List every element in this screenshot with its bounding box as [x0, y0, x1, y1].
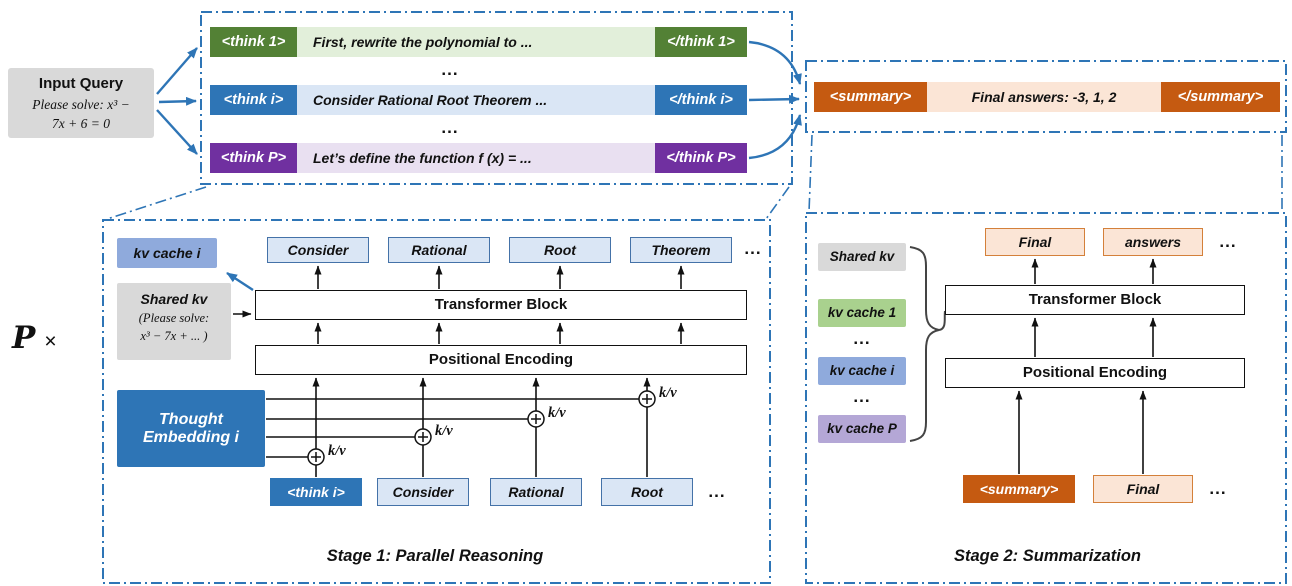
kv-ellipsis: ... — [853, 329, 871, 348]
circled-plus-icon — [307, 448, 325, 466]
zoom-line — [765, 186, 790, 220]
kv-label: k/v — [435, 423, 453, 439]
output-token: Root — [509, 237, 611, 263]
input-query-line2: 7x + 6 = 0 — [52, 116, 110, 131]
kv-label: k/v — [548, 405, 566, 421]
thought-embedding-box: Thought Embedding i — [117, 390, 265, 467]
kv-cache-p-box: kv cache P — [818, 415, 906, 443]
shared-kv-cache-box: Shared kv — [818, 243, 906, 271]
query-to-thinkp-arrow — [156, 109, 198, 155]
circled-plus-icon — [414, 428, 432, 446]
output-token: Theorem — [630, 237, 732, 263]
shared-kv-line1: (Please solve: — [138, 311, 210, 325]
shared-kv-line2: x³ − 7x + ... ) — [140, 329, 208, 343]
think1-to-summary-arrow — [748, 40, 802, 85]
kv-label: k/v — [659, 385, 677, 401]
think-row-i: <think i> Consider Rational Root Theorem… — [210, 85, 747, 115]
circled-plus-icon — [638, 390, 656, 408]
summary-close-tag: </summary> — [1161, 82, 1280, 112]
stage1-caption: Stage 1: Parallel Reasoning — [326, 547, 544, 565]
summary-panel-border — [805, 60, 1287, 133]
query-to-thinki-arrow — [158, 96, 197, 106]
stage2-caption: Stage 2: Summarization — [953, 547, 1142, 565]
summary-input-token: <summary> — [963, 475, 1075, 503]
tokens-ellipsis: ... — [744, 239, 762, 258]
thinkp-open-tag: <think P> — [210, 143, 297, 173]
zoom-line — [106, 186, 207, 220]
kv-ellipsis: ... — [853, 387, 871, 406]
multiplier-p: P — [12, 320, 36, 356]
input-token: Consider — [377, 478, 469, 506]
positional-encoding-block-2: Positional Encoding — [945, 358, 1245, 388]
kv-cache-i-box: kv cache i — [117, 238, 217, 268]
think-row-p: <think P> Let’s define the function f (x… — [210, 143, 747, 173]
think1-text: First, rewrite the polynomial to ... — [297, 27, 655, 57]
input-query-title: Input Query — [38, 75, 124, 92]
multiplier-times: × — [44, 330, 57, 353]
stage2-border — [805, 212, 1287, 584]
kv-cache-1-box: kv cache 1 — [818, 299, 906, 327]
tokens-ellipsis: ... — [1219, 232, 1237, 251]
output-token: answers — [1103, 228, 1203, 256]
think-row-1: <think 1> First, rewrite the polynomial … — [210, 27, 747, 57]
flow-arrows — [156, 40, 802, 292]
think-i-input-token: <think i> — [270, 478, 362, 506]
parallel-multiplier: P × — [12, 320, 57, 356]
transformer-block: Transformer Block — [255, 290, 747, 320]
stage2-arrows — [909, 246, 1157, 474]
output-token: Rational — [388, 237, 490, 263]
thinki-text: Consider Rational Root Theorem ... — [297, 85, 655, 115]
input-token: Final — [1093, 475, 1193, 503]
transformer-to-kvcache-arrow — [226, 271, 254, 292]
output-token: Final — [985, 228, 1085, 256]
thinki-close-tag: </think i> — [655, 85, 747, 115]
input-query-line1: Please solve: x³ − — [32, 97, 130, 112]
query-to-think1-arrow — [156, 47, 198, 95]
think-ellipsis: ... — [441, 60, 459, 79]
input-query-box: Input Query Please solve: x³ − 7x + 6 = … — [8, 68, 154, 138]
input-token: Root — [601, 478, 693, 506]
summary-text: Final answers: -3, 1, 2 — [927, 82, 1161, 112]
tokens-ellipsis: ... — [1209, 479, 1227, 498]
tokens-ellipsis: ... — [708, 482, 726, 501]
brace-connector — [938, 310, 946, 331]
thinki-open-tag: <think i> — [210, 85, 297, 115]
summary-row: <summary> Final answers: -3, 1, 2 </summ… — [814, 82, 1280, 112]
summary-open-tag: <summary> — [814, 82, 927, 112]
shared-kv-box: Shared kv (Please solve: x³ − 7x + ... ) — [117, 283, 231, 360]
stage1-border — [102, 219, 771, 584]
kv-brace — [909, 246, 940, 442]
circled-plus-icon — [527, 410, 545, 428]
thinki-to-summary-arrow — [748, 94, 800, 104]
thinkp-close-tag: </think P> — [655, 143, 747, 173]
think1-open-tag: <think 1> — [210, 27, 297, 57]
kv-label: k/v — [328, 443, 346, 459]
think-ellipsis: ... — [441, 118, 459, 137]
shared-kv-title: Shared kv — [140, 291, 208, 307]
think1-close-tag: </think 1> — [655, 27, 747, 57]
oplus-icons — [307, 390, 656, 466]
input-token: Rational — [490, 478, 582, 506]
transformer-block-2: Transformer Block — [945, 285, 1245, 315]
output-token: Consider — [267, 237, 369, 263]
kv-cache-i-box2: kv cache i — [818, 357, 906, 385]
thinkp-text: Let’s define the function f (x) = ... — [297, 143, 655, 173]
zoom-line — [808, 134, 813, 213]
thinkp-to-summary-arrow — [748, 114, 802, 160]
positional-encoding-block: Positional Encoding — [255, 345, 747, 375]
